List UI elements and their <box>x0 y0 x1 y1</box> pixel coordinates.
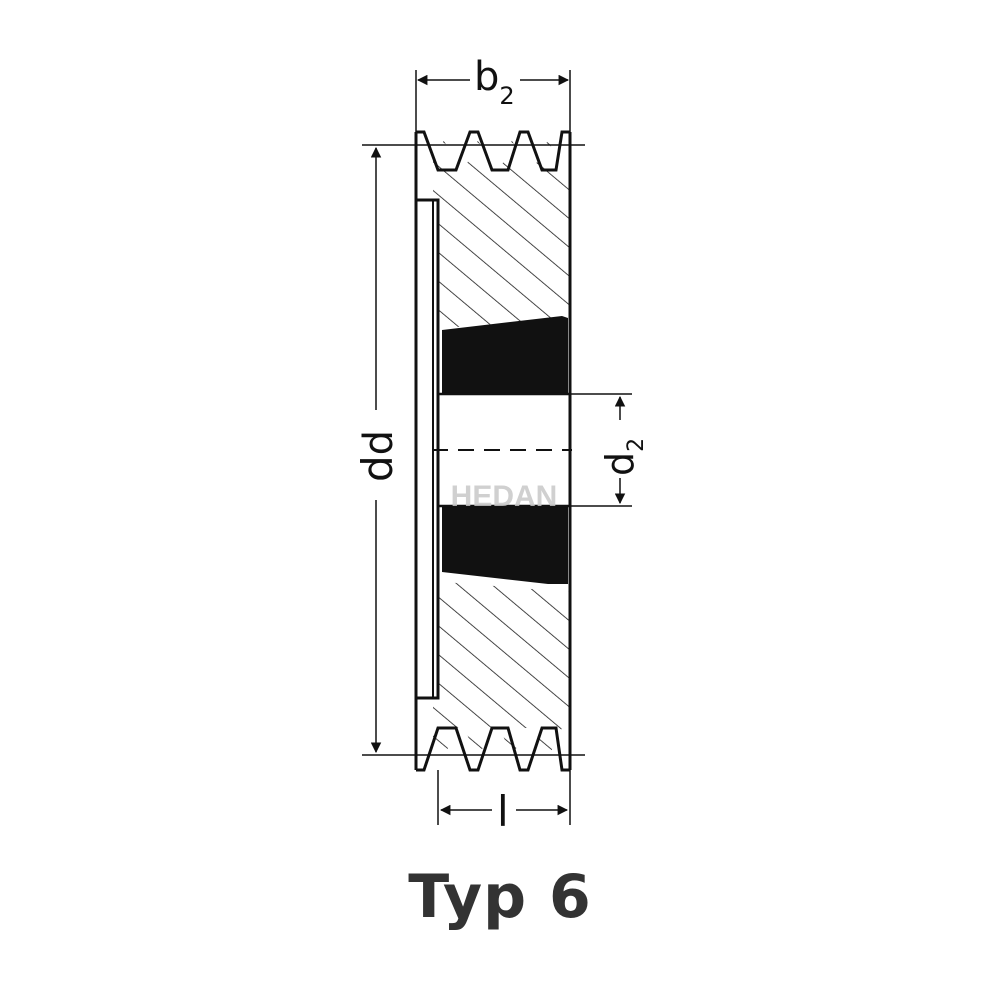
watermark-logo: HEDAN <box>451 480 558 513</box>
dim-l-label: l <box>497 787 509 836</box>
drawing-caption: Typ 6 <box>408 862 592 932</box>
bushing-lower <box>442 506 568 584</box>
dim-dd-label: dd <box>353 430 402 482</box>
groove-profile-bottom <box>416 726 570 772</box>
groove-profile-top <box>416 130 570 172</box>
hatched-section-lower <box>433 580 570 758</box>
hatched-section-upper <box>433 140 570 330</box>
dim-d2-label: d2 <box>598 438 649 476</box>
bushing-upper <box>442 316 568 394</box>
dim-b2-label: b2 <box>474 54 515 110</box>
